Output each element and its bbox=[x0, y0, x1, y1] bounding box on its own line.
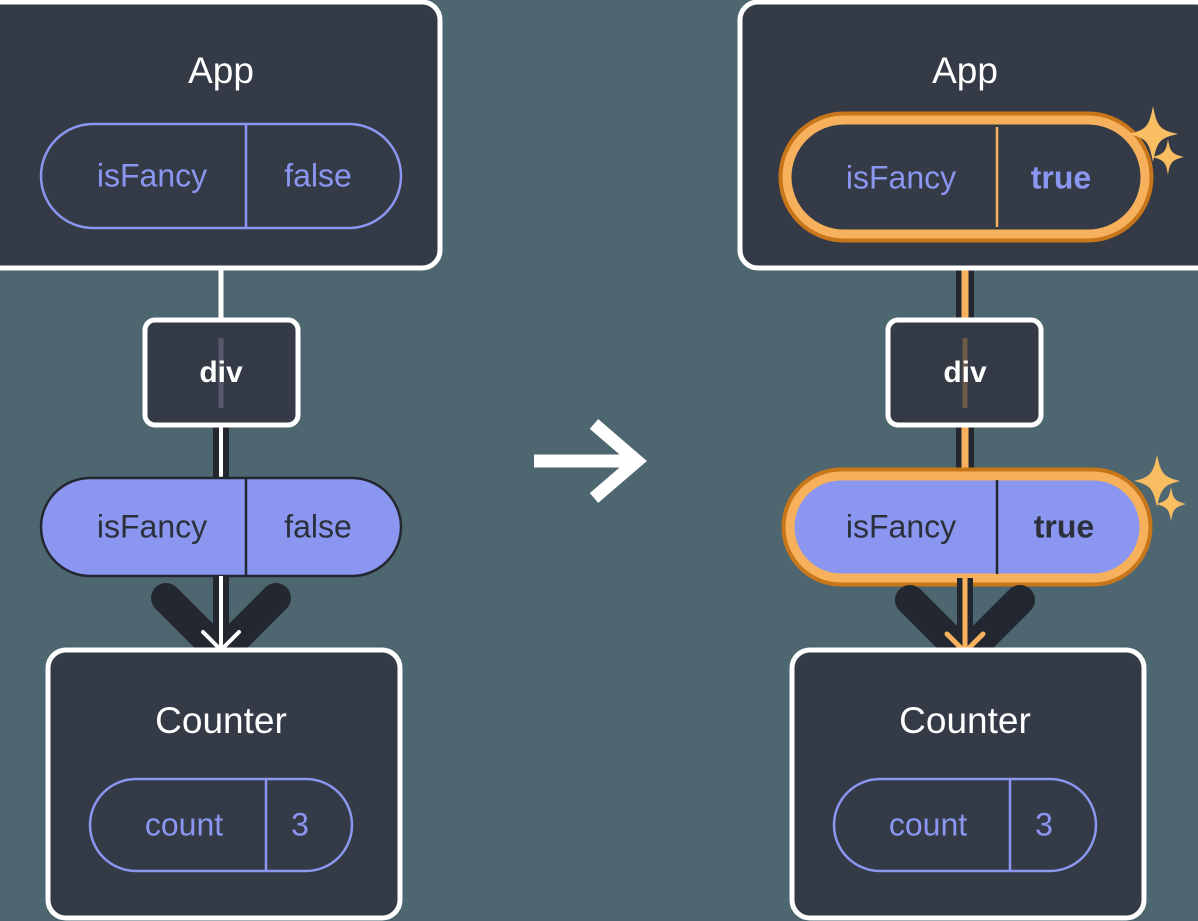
arrow-prop-to-counter-after bbox=[895, 578, 1035, 670]
div-label: div bbox=[199, 356, 243, 389]
app-card-title-after: App bbox=[932, 50, 998, 91]
div-node-before: div bbox=[142, 317, 301, 428]
pill-outline-shape bbox=[39, 122, 403, 230]
pill-key: isFancy bbox=[97, 508, 207, 544]
pill-value: true bbox=[1034, 508, 1094, 544]
prop-pill-after: isFancy true bbox=[781, 467, 1153, 587]
pill-key: isFancy bbox=[846, 159, 956, 195]
pill-value: 3 bbox=[1035, 806, 1053, 842]
div-node-after: div bbox=[885, 317, 1044, 428]
highlight-ring-inner bbox=[782, 115, 1150, 239]
sparkle-small-prop bbox=[1156, 487, 1186, 521]
pill-value: true bbox=[1031, 159, 1091, 195]
app-card-title-before: App bbox=[188, 50, 254, 91]
sparkle-small-app bbox=[1152, 139, 1184, 175]
counter-state-pill-after: count 3 bbox=[832, 777, 1098, 873]
counter-card-after bbox=[789, 647, 1147, 921]
counter-state-pill-before: count 3 bbox=[88, 777, 354, 873]
pill-outline-shape bbox=[832, 777, 1098, 873]
arrow-right-icon bbox=[534, 419, 647, 503]
pill-key: count bbox=[145, 806, 223, 842]
pill-key: count bbox=[889, 806, 967, 842]
app-state-pill-after: isFancy true bbox=[778, 111, 1154, 243]
sparkle-large-app bbox=[1128, 106, 1178, 162]
pill-value: false bbox=[284, 157, 352, 193]
prop-pill-before: isFancy false bbox=[39, 476, 403, 578]
pill-outline-shape bbox=[88, 777, 354, 873]
counter-card-title-after: Counter bbox=[899, 700, 1031, 741]
pill-key: isFancy bbox=[97, 157, 207, 193]
pill-value: 3 bbox=[291, 806, 309, 842]
app-state-pill-before: isFancy false bbox=[39, 122, 403, 230]
counter-card-title-before: Counter bbox=[155, 700, 287, 741]
sparkle-large-prop bbox=[1134, 455, 1180, 507]
pill-value: false bbox=[284, 508, 352, 544]
app-card-before bbox=[0, 0, 443, 271]
pill-key: isFancy bbox=[846, 508, 956, 544]
div-label: div bbox=[943, 356, 987, 389]
counter-card-before bbox=[45, 647, 403, 921]
